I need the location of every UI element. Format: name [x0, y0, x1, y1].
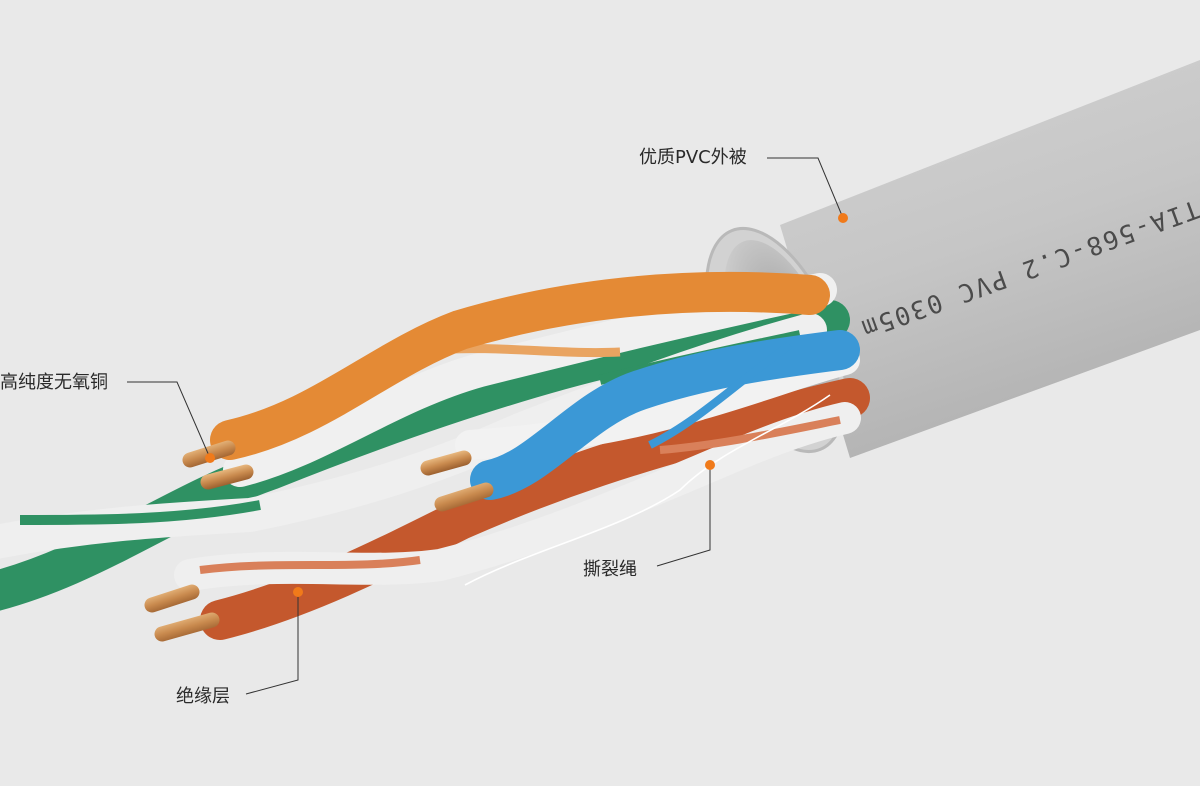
copper-tip [154, 612, 220, 642]
orange-wire [210, 271, 830, 460]
copper-label: 高纯度无氧铜 [0, 372, 108, 393]
brown-white-stripe [199, 416, 841, 574]
ripcord-label: 撕裂绳 [583, 559, 637, 580]
copper-tip [434, 482, 494, 512]
copper-conductors [144, 440, 494, 642]
callout-dots [205, 213, 848, 597]
copper-tip [200, 464, 254, 490]
copper-marker-dot [205, 453, 215, 463]
insulation-label: 绝缘层 [176, 686, 230, 707]
jacket-label: 优质PVC外被 [639, 147, 747, 168]
insulation-leader-line [245, 592, 299, 695]
copper-tip [144, 584, 200, 613]
ripcord-marker-dot [705, 460, 715, 470]
jacket-leader-line [767, 157, 844, 219]
blue-pair [455, 330, 860, 500]
copper-leader-line [127, 381, 211, 459]
orange-pair [210, 271, 837, 487]
ripcord-leader-line [656, 465, 711, 567]
jacket-body [780, 60, 1200, 458]
rip-cord [464, 394, 831, 586]
orange-white-wire [223, 273, 837, 487]
jacket-marker-dot [838, 213, 848, 223]
callout-leaders [127, 157, 844, 695]
insulation-marker-dot [293, 587, 303, 597]
blue-white-stripe [648, 341, 793, 449]
brown-pair [174, 378, 870, 640]
copper-tip [420, 450, 472, 476]
